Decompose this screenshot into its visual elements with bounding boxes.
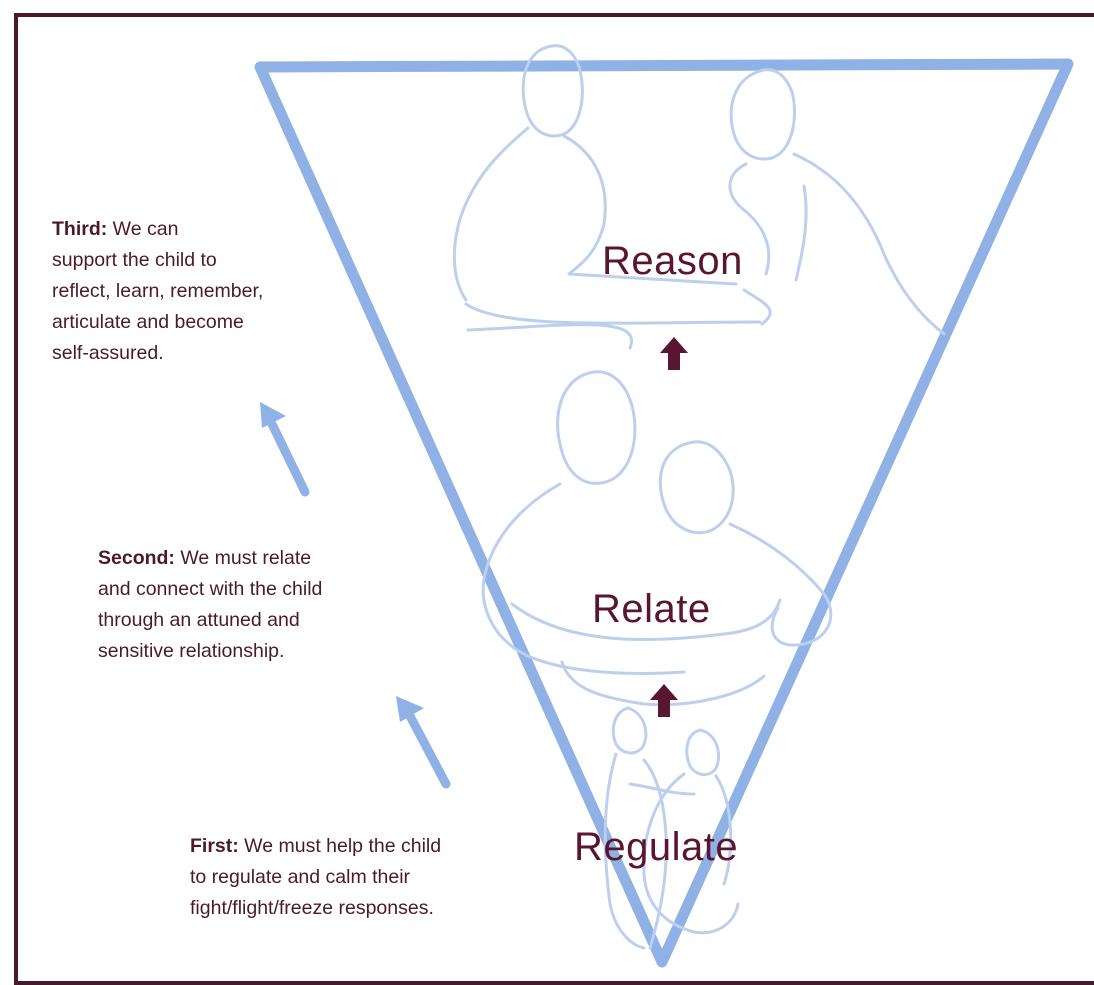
step-second-body: We must relate and connect with the chil… xyxy=(98,547,323,662)
step-first-body: We must help the child to regulate and c… xyxy=(190,835,442,919)
step-second-lead: Second: xyxy=(98,547,175,569)
regulate-figures-illustration xyxy=(603,706,740,950)
stage-label-relate: Relate xyxy=(592,587,711,631)
step-third-lead: Third: xyxy=(52,218,108,240)
step-third-body: We can support the child to reflect, lea… xyxy=(52,218,264,364)
figure-illustrations xyxy=(452,44,946,950)
step-third-text: Third: We can support the child to refle… xyxy=(52,214,372,369)
stage-label-reason: Reason xyxy=(602,239,743,283)
diagonal-up-arrow-icon xyxy=(260,402,310,497)
diagram-frame: Reason Relate Regulate Third: We can sup… xyxy=(14,13,1094,985)
step-second-text: Second: We must relate and connect with … xyxy=(98,543,438,667)
stage-label-regulate: Regulate xyxy=(574,825,739,869)
diagram-canvas xyxy=(254,44,1074,968)
step-first-text: First: We must help the child to regulat… xyxy=(190,831,550,924)
reason-figures-illustration xyxy=(452,44,946,350)
step-first-lead: First: xyxy=(190,835,239,857)
relate-figures-illustration xyxy=(481,370,833,707)
inverted-triangle xyxy=(254,58,1074,968)
diagonal-up-arrow-icon xyxy=(396,696,451,789)
up-arrow-icon xyxy=(660,337,688,370)
up-arrow-icon xyxy=(650,684,678,717)
